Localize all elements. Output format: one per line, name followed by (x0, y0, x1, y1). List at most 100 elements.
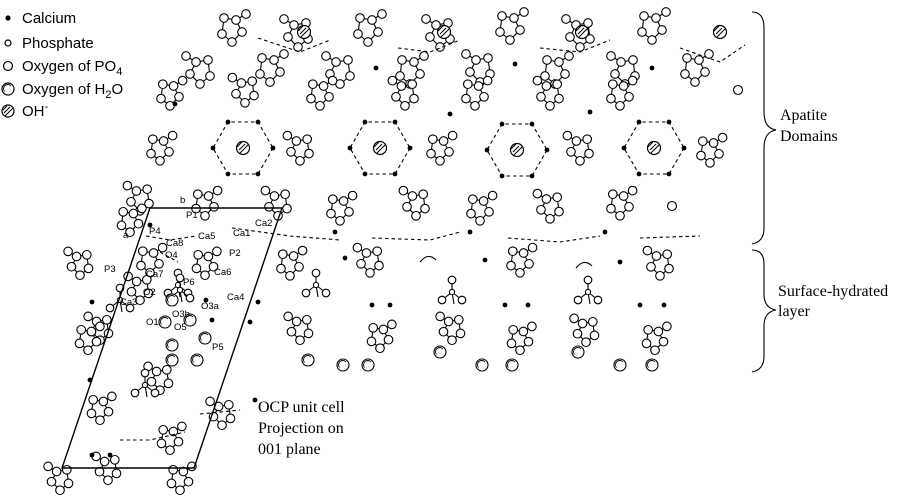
oxygen-atom (487, 190, 498, 201)
calcium-atom (225, 119, 231, 125)
oxygen-atom (694, 55, 704, 65)
oxygen-atom (156, 438, 167, 449)
oxygen-atom (518, 248, 529, 258)
oxygen-atom (575, 155, 585, 166)
water-oxygen (301, 353, 315, 367)
oxygen-atom (680, 69, 690, 79)
ca6-label: Ca6 (214, 267, 231, 278)
oxygen-atom (195, 79, 205, 89)
oxygen-atom (237, 27, 247, 37)
hydroxide-hatch (713, 25, 726, 38)
oxygen-atom (318, 81, 329, 91)
oxygen-atom (532, 188, 543, 199)
calcium-atom (107, 452, 113, 458)
calcium-atom (512, 61, 518, 67)
hydroxide-ion (436, 24, 452, 40)
oxygen-atom (387, 75, 398, 86)
calcium-atom (502, 302, 508, 308)
oxygen-atom (227, 72, 238, 83)
water-mark (435, 347, 444, 355)
calcium-atom (649, 65, 655, 71)
oxygen-atom (205, 71, 215, 81)
calcium-atom (617, 259, 623, 265)
oxygen-atom (402, 201, 412, 212)
water-mark (160, 317, 169, 325)
oxygen-atom (524, 258, 534, 269)
oxygen-atom (288, 251, 299, 261)
calcium-atom (347, 145, 353, 151)
phosphorus-atom (174, 281, 182, 289)
oxygen-atom (484, 206, 494, 217)
oxygen-atom (75, 270, 85, 281)
oxygen-atom (241, 9, 251, 19)
oxygen-po4-text: Oxygen of PO (22, 58, 116, 75)
oxygen-atom (157, 79, 168, 90)
oxygen-atom (249, 90, 259, 101)
oxygen-atom (697, 136, 708, 147)
oxygen-atom (508, 324, 519, 335)
oxygen-atom (324, 91, 334, 102)
oxygen-atom (696, 150, 706, 161)
oxygen-atom (200, 210, 210, 221)
oxygen-atom (178, 466, 189, 477)
oxygen-atom (95, 321, 105, 332)
crystal-structure (43, 7, 746, 496)
oxygen-atom (219, 13, 229, 23)
oxygen-atom (174, 91, 184, 102)
oxygen-atom (532, 75, 543, 86)
oxygen-atom (651, 13, 661, 23)
oxygen-atom (378, 324, 389, 335)
oxygen-atom (455, 328, 466, 339)
ca7-label: Ca7 (146, 269, 163, 280)
oxygen-atom (321, 51, 331, 61)
oxygen-atom (641, 338, 652, 349)
calcium-atom (247, 319, 253, 325)
oxygen-atom (407, 191, 418, 201)
oxygen-atom (628, 55, 638, 65)
oxygen-atom (99, 456, 110, 467)
calcium-atom (89, 299, 95, 305)
p4-label: P4 (149, 226, 161, 237)
oxygen-atom (515, 267, 525, 278)
oxygen-atom (637, 27, 647, 37)
oxygen-atom (505, 35, 515, 45)
oxygen-atom (279, 14, 289, 24)
water-mark (192, 355, 201, 363)
oxygen-atom (294, 261, 304, 272)
oxygen-atom (461, 49, 471, 59)
oxygen-atom (647, 35, 657, 45)
calcium-atom (636, 119, 642, 125)
oxygen-atom (447, 335, 457, 346)
legend-phosphate-label: Phosphate (22, 35, 94, 52)
oxygen-atom (347, 190, 358, 201)
oxygen-atom (137, 246, 148, 257)
oxygen-atom (352, 242, 363, 253)
oxygen-atom (506, 338, 517, 349)
water-oxygen (475, 358, 489, 372)
oxygen-atom (183, 476, 194, 487)
oxygen-atom (231, 15, 241, 25)
oxygen-atom (536, 204, 546, 215)
oxygen-atom (212, 185, 223, 196)
apatite-domains-label-line1: Apatite (780, 107, 827, 124)
legend-oxygen-h2o-label: Oxygen of H2O (22, 81, 123, 101)
oxygen-atom (131, 186, 142, 196)
oxygen-atom (192, 189, 203, 200)
hydroxide-ion (574, 24, 590, 40)
oxygen-atom (447, 130, 458, 141)
phosphate-legend-icon (4, 39, 12, 47)
calcium-atom (255, 171, 261, 177)
unit-cell-caption-line3: 001 plane (258, 441, 321, 458)
oxygen-atom (74, 338, 85, 349)
water-oxygen (165, 353, 179, 367)
oxygen-atom (367, 15, 377, 25)
oxygen-atom (185, 293, 195, 303)
oxygen-atom (335, 215, 345, 226)
water-mark (363, 360, 372, 368)
hydrogen-bond-line (120, 409, 241, 441)
oxygen-atom (136, 260, 146, 271)
oxygen-atom (655, 270, 665, 281)
oxygen-atom (61, 464, 72, 475)
oxygen-atom (478, 196, 489, 206)
